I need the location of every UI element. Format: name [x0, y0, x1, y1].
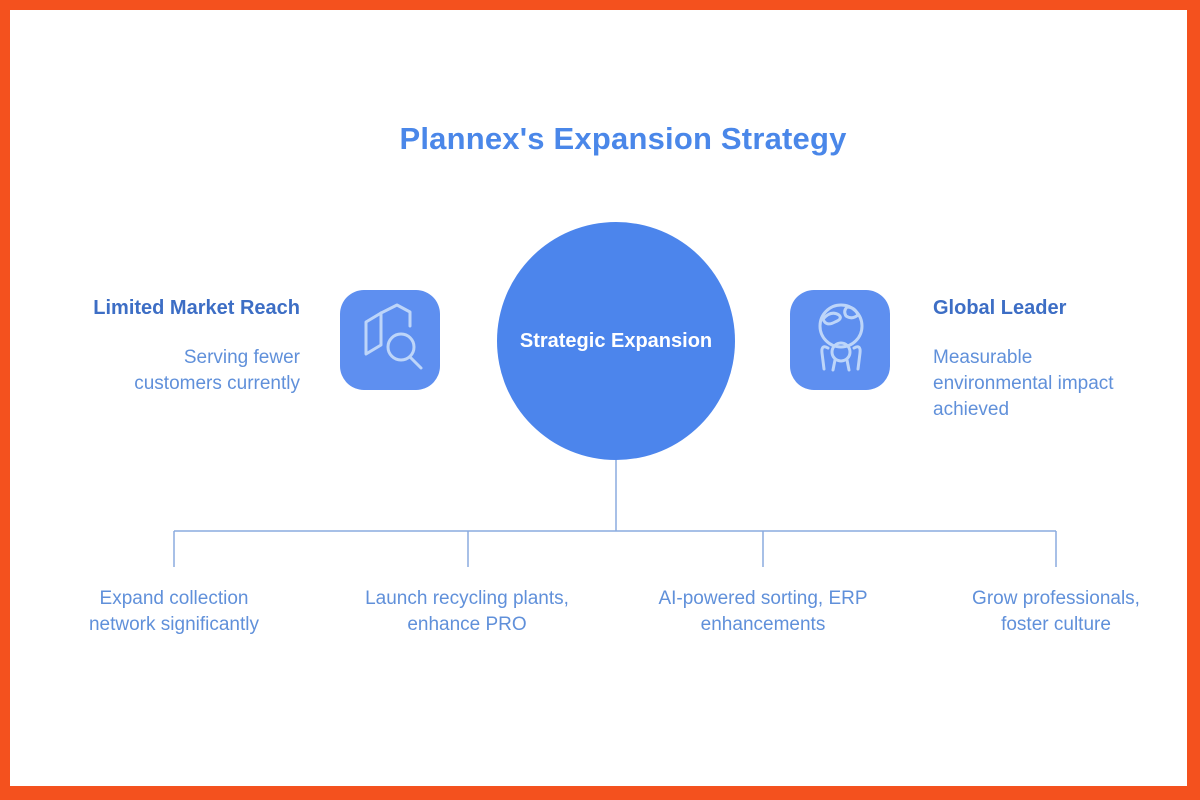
- left-branch-description: Serving fewer customers currently: [134, 347, 300, 394]
- right-branch-description: Measurable environmental impact achieved: [933, 347, 1114, 420]
- bottom-branch-item: AI-powered sorting, ERP enhancements: [658, 588, 868, 635]
- map-search-icon: [340, 290, 440, 390]
- bottom-branch-item: Expand collection network significantly: [88, 588, 260, 635]
- central-node: Strategic Expansion: [497, 222, 735, 460]
- map-search-icon-glyph: [364, 303, 423, 370]
- central-node-label: Strategic Expansion: [519, 329, 713, 352]
- globe-person-icon: [790, 290, 890, 390]
- left-branch-heading: Limited Market Reach: [93, 297, 300, 319]
- bottom-branch-item: Launch recycling plants, enhance PRO: [365, 588, 569, 635]
- right-branch-text: Global Leader Measurable environmental i…: [933, 295, 1173, 423]
- globe-person-icon-glyph: [818, 303, 864, 372]
- right-branch-heading: Global Leader: [933, 297, 1067, 319]
- left-branch-text: Limited Market Reach Serving fewer custo…: [60, 295, 300, 397]
- page-title: Plannex's Expansion Strategy: [399, 121, 847, 156]
- bottom-branch-item: Grow professionals, foster culture: [972, 588, 1140, 635]
